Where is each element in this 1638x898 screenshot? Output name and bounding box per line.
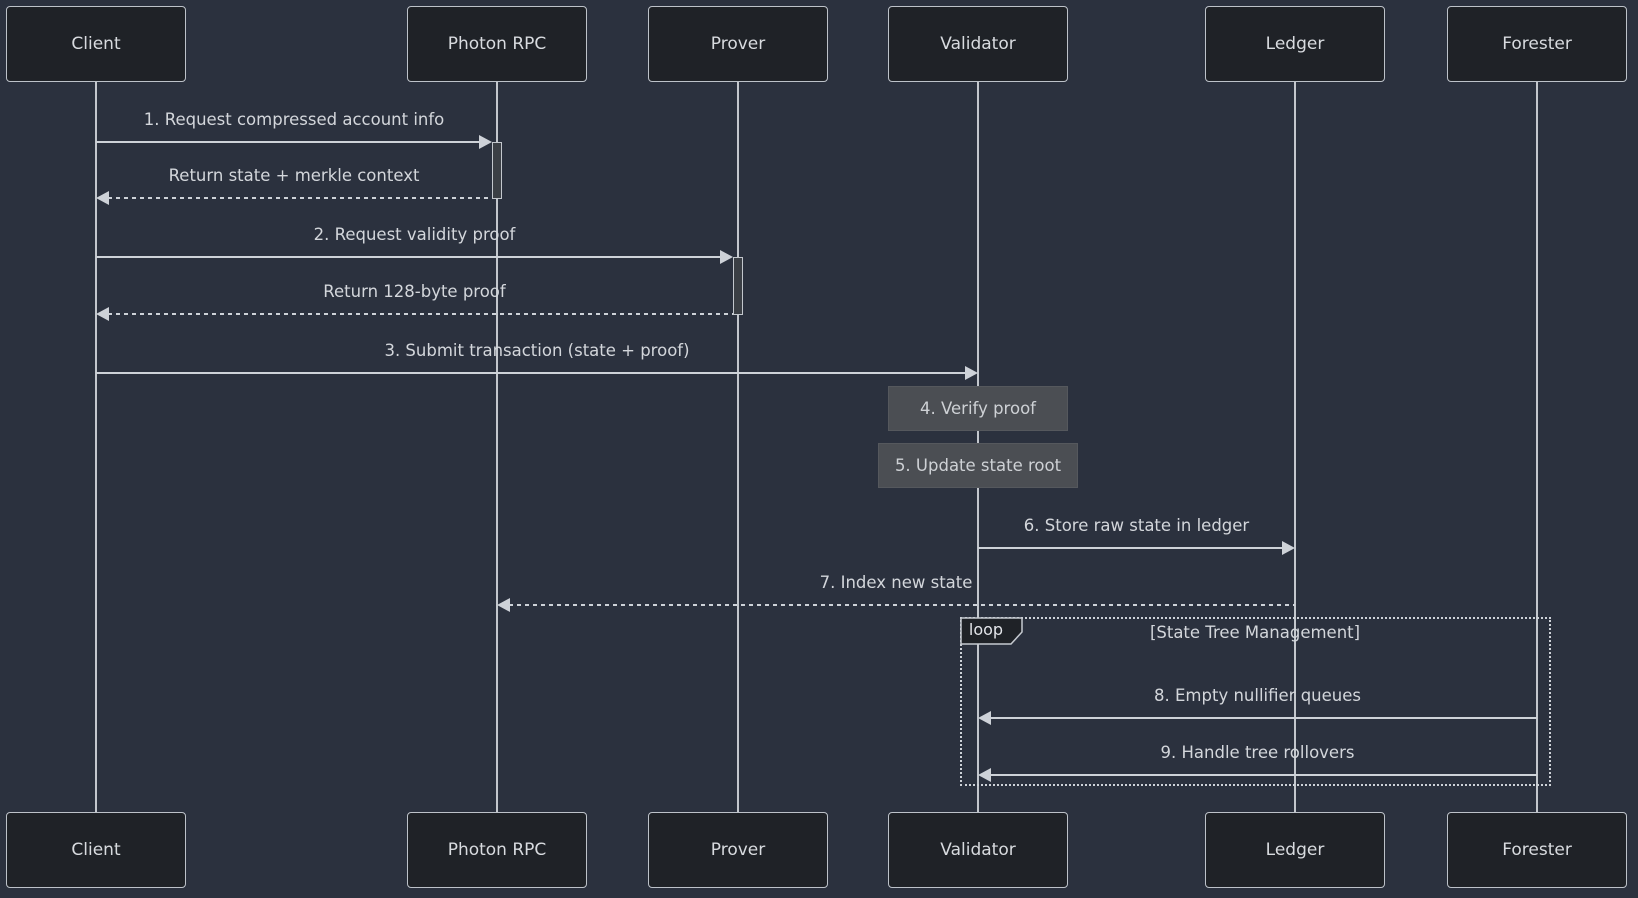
message-label: 7. Index new state [819, 573, 973, 592]
message-label: 9. Handle tree rollovers [1160, 743, 1355, 762]
arrowhead-icon [965, 366, 978, 380]
participant-top-prover: Prover [648, 6, 828, 82]
participant-bottom-ledger: Ledger [1205, 812, 1385, 888]
participant-bottom-validator: Validator [888, 812, 1068, 888]
participant-top-forester: Forester [1447, 6, 1627, 82]
activation-bar-prover [733, 257, 743, 315]
arrowhead-icon [1282, 541, 1295, 555]
participant-bottom-prover: Prover [648, 812, 828, 888]
message-line [96, 372, 966, 374]
arrowhead-icon [96, 191, 109, 205]
message-line [509, 604, 1295, 606]
message-line [990, 717, 1537, 719]
note: 4. Verify proof [888, 386, 1068, 431]
lifeline-prover [737, 82, 739, 812]
arrowhead-icon [720, 250, 733, 264]
message-line [96, 256, 721, 258]
message-label: 8. Empty nullifier queues [1154, 686, 1361, 705]
activation-bar-photon-rpc [492, 142, 502, 199]
message-line [990, 774, 1537, 776]
loop-title: [State Tree Management] [1149, 623, 1361, 642]
lifeline-forester [1536, 82, 1538, 812]
loop-label-text: loop [968, 620, 1004, 639]
participant-top-client: Client [6, 6, 186, 82]
message-line [96, 141, 480, 143]
message-line [978, 547, 1283, 549]
participant-top-ledger: Ledger [1205, 6, 1385, 82]
arrowhead-icon [497, 598, 510, 612]
message-label: 3. Submit transaction (state + proof) [384, 341, 690, 360]
participant-bottom-forester: Forester [1447, 812, 1627, 888]
arrowhead-icon [978, 768, 991, 782]
lifeline-client [95, 82, 97, 812]
note: 5. Update state root [878, 443, 1078, 488]
loop-label [960, 617, 1024, 645]
message-line [108, 313, 733, 315]
loop-frame [960, 617, 1551, 786]
participant-top-photon-rpc: Photon RPC [407, 6, 587, 82]
lifeline-ledger [1294, 82, 1296, 812]
arrowhead-icon [96, 307, 109, 321]
arrowhead-icon [978, 711, 991, 725]
message-label: 6. Store raw state in ledger [1023, 516, 1250, 535]
message-label: Return state + merkle context [168, 166, 420, 185]
message-label: Return 128-byte proof [323, 282, 506, 301]
arrowhead-icon [479, 135, 492, 149]
participant-top-validator: Validator [888, 6, 1068, 82]
participant-bottom-client: Client [6, 812, 186, 888]
message-label: 2. Request validity proof [313, 225, 516, 244]
message-label: 1. Request compressed account info [143, 110, 445, 129]
message-line [108, 197, 492, 199]
participant-bottom-photon-rpc: Photon RPC [407, 812, 587, 888]
lifeline-photon-rpc [496, 82, 498, 812]
